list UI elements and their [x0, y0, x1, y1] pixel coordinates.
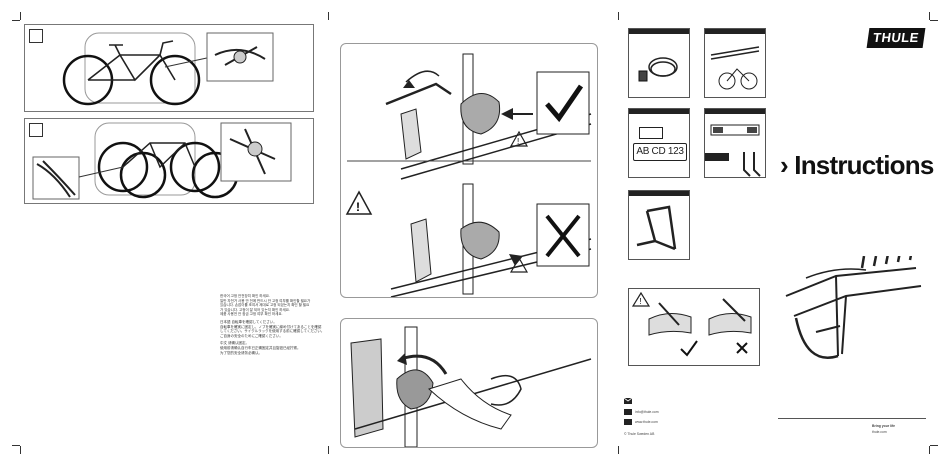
email-icon	[624, 409, 632, 415]
note-line: 为了您的安全请务必确认。	[220, 350, 262, 355]
notes-block: 한국어 고정 안전장치 확인 하세요. 일반 자전거 사용 안 전에 반드시 안…	[220, 294, 324, 355]
note-line: 한국어 고정 안전장치 확인 하세요.	[220, 294, 270, 298]
crop-mark	[929, 12, 930, 20]
crop-mark	[930, 20, 938, 21]
accessory-lock-card	[628, 28, 690, 98]
crop-mark	[929, 446, 930, 454]
crop-mark	[618, 12, 619, 20]
step-panel-two-bikes	[24, 118, 314, 204]
warning-illustration: !	[631, 291, 752, 357]
note-line: 使用前请确认自行车已正确固定并且旋钮已经拧紧。	[220, 345, 301, 350]
light-board-icon	[705, 124, 760, 161]
svg-text:!: !	[517, 137, 519, 146]
accessory-strap-card	[704, 28, 766, 98]
cable-lock-icon	[638, 57, 678, 82]
copyright-text: © Thule Sweden AB	[624, 432, 655, 436]
crop-mark	[618, 446, 619, 454]
note-line: 日本語 自転車を確認してください。	[220, 319, 277, 324]
crop-mark	[12, 445, 20, 446]
plate-holder-icon	[639, 127, 663, 139]
mail-icon	[624, 398, 632, 404]
crop-mark	[930, 445, 938, 446]
email-text[interactable]: info@thule.com	[635, 410, 659, 414]
frame-adapter-icon	[636, 205, 677, 251]
note-line: 있습니다. 손잡이를 조여서 제대로 고정 되었는지 확인 할 필요	[220, 303, 310, 308]
bike-rack-illustration	[785, 256, 922, 359]
thule-logo: THULE	[866, 28, 926, 48]
step-checkbox	[29, 29, 43, 43]
note-line: 中文 请确认固定。	[220, 341, 249, 346]
cover-title: › Instructions	[780, 150, 934, 181]
cover-title-text: Instructions	[794, 150, 934, 180]
title-chevron-icon: ›	[780, 150, 789, 180]
crop-mark	[328, 12, 329, 20]
crop-mark	[20, 446, 21, 454]
svg-text:!: !	[640, 297, 642, 306]
warning-card: !	[628, 288, 760, 366]
accessory-frame-card	[628, 190, 690, 260]
step-panel-one-bike	[24, 24, 314, 112]
license-plate: AB CD 123	[633, 143, 687, 161]
web-text[interactable]: www.thule.com	[635, 420, 658, 424]
note-line: 自転車を確実に固定し、ノブを確実に締め付けてあることを確認	[220, 324, 322, 329]
web-icon	[624, 419, 632, 425]
crop-mark	[12, 20, 20, 21]
step-checkbox	[29, 123, 43, 137]
tagline-text: Bring your life	[872, 424, 895, 428]
knob-tighten-illustration	[350, 326, 592, 447]
note-line: 제품 사용전 안 잠금 고정 여부 확인 하세요.	[220, 312, 283, 317]
knob-orientation-illustration: ! !	[345, 53, 592, 297]
allen-key-icon	[743, 152, 761, 177]
accessory-light-board-card	[704, 108, 766, 178]
strap-icon	[710, 46, 760, 90]
note-line: ご自身の安全のためにご確認ください。	[220, 333, 283, 338]
note-line: してください。サイクルラックを使用する前に確認してください。	[220, 329, 325, 334]
svg-text:!: !	[356, 200, 360, 214]
bike-illustration-double	[32, 122, 292, 200]
knob-orientation-panel: ! !	[340, 43, 598, 298]
footer-divider	[778, 418, 926, 419]
accessory-plate-card: AB CD 123	[628, 108, 690, 178]
note-line: 일반 자전거 사용 안 전에 반드시 안 고정 여부를 확인할 필요가	[220, 298, 311, 303]
note-line: 가 있습니다. 고정이 잘 되어 있는지 확인 하세요.	[220, 307, 290, 312]
crop-mark	[328, 446, 329, 454]
site-text: thule.com	[872, 430, 887, 434]
bike-illustration-single	[62, 32, 274, 106]
crop-mark	[20, 12, 21, 20]
knob-tighten-panel	[340, 318, 598, 448]
